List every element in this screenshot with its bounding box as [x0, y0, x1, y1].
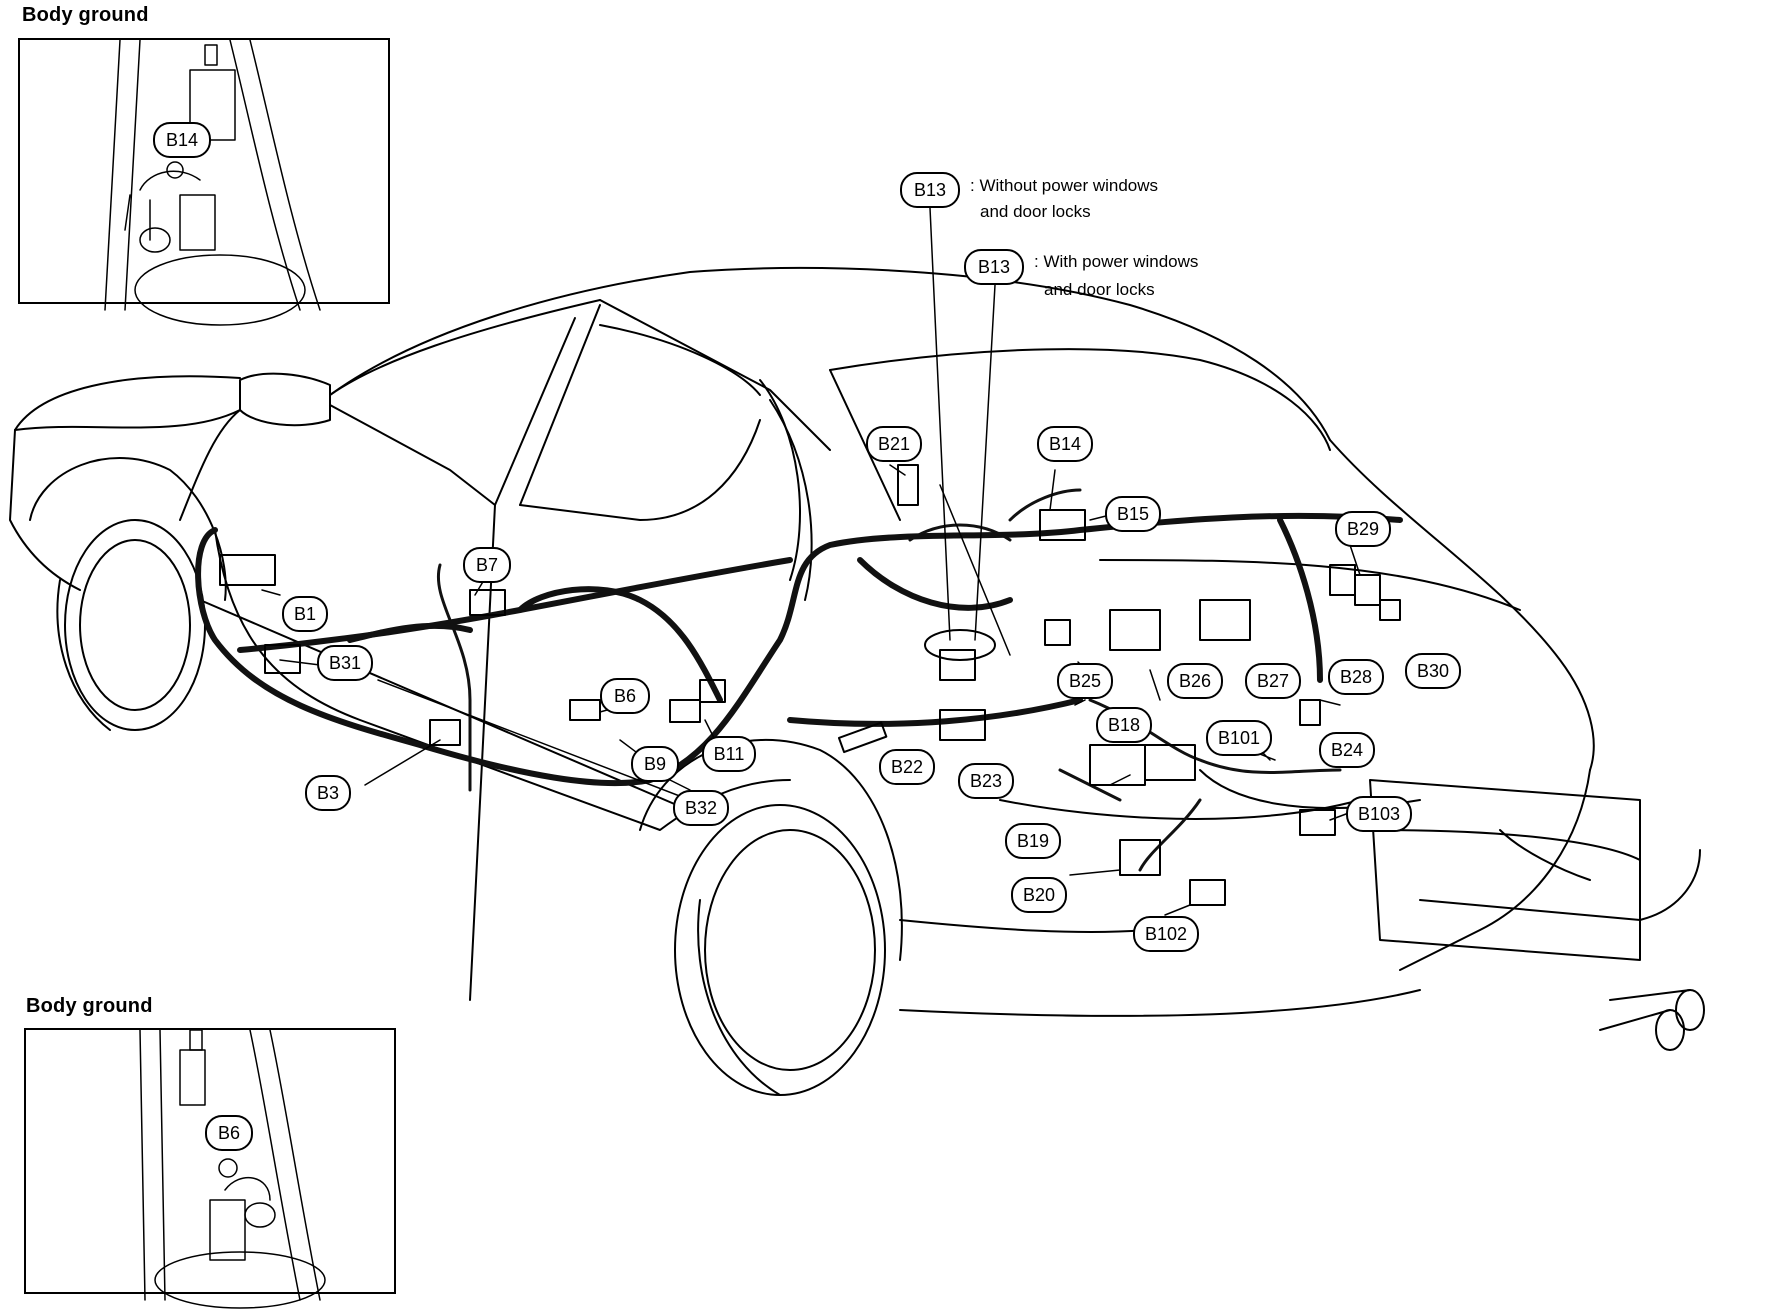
connector-label-b28: B28 [1328, 659, 1384, 695]
body-side [214, 529, 791, 831]
connector-label-b7: B7 [463, 547, 511, 583]
side-mirror [239, 372, 331, 427]
rear-window [829, 348, 1331, 451]
connector-label-b20: B20 [1011, 877, 1067, 913]
front-wheel [64, 519, 206, 731]
top-inset-frame [18, 38, 390, 304]
connector-label-b19: B19 [1005, 823, 1061, 859]
rear-wheel [674, 804, 886, 1096]
b13-without-label: B13 [900, 172, 960, 208]
top-inset-title: Body ground [22, 4, 149, 26]
connector-label-b1: B1 [282, 596, 328, 632]
connector-label-b22: B22 [879, 749, 935, 785]
connector-label-b102: B102 [1133, 916, 1199, 952]
connector-label-b11: B11 [702, 736, 756, 772]
top-inset-label-b14: B14 [153, 122, 211, 158]
b13-with-note-line2: and door locks [1044, 280, 1155, 299]
b13-with-label: B13 [964, 249, 1024, 285]
trunk-outline [1329, 439, 1595, 771]
connector-label-b26: B26 [1167, 663, 1223, 699]
bottom-inset-sketch [139, 1029, 326, 1309]
bottom-inset-label-b6: B6 [205, 1115, 253, 1151]
connector-label-b9: B9 [631, 746, 679, 782]
connector-label-b29: B29 [1335, 511, 1391, 547]
b-pillar [469, 317, 576, 1001]
roof-inner [599, 299, 831, 451]
bottom-inset-title: Body ground [26, 995, 153, 1017]
connector-b1-sketch [219, 554, 276, 586]
windshield-line [329, 299, 601, 396]
b13-without-note-line1: : Without power windows [970, 176, 1159, 195]
exhaust-tip [1675, 989, 1705, 1031]
connector-label-b32: B32 [673, 790, 729, 826]
b13-leader-with [974, 284, 996, 641]
connector-label-b27: B27 [1245, 663, 1301, 699]
connector-label-b103: B103 [1346, 796, 1412, 832]
connector-label-b31: B31 [317, 645, 373, 681]
connector-label-b6: B6 [600, 678, 650, 714]
connector-label-b30: B30 [1405, 653, 1461, 689]
b13-without-note-line2: and door locks [980, 202, 1091, 221]
connector-label-b14: B14 [1037, 426, 1093, 462]
connector-label-b21: B21 [866, 426, 922, 462]
rear-bumper [1399, 769, 1591, 971]
connector-label-b23: B23 [958, 763, 1014, 799]
connector-label-b18: B18 [1096, 707, 1152, 743]
main-harness [195, 512, 1403, 787]
bottom-inset-frame [24, 1028, 396, 1294]
connector-label-b24: B24 [1319, 732, 1375, 768]
connector-label-b15: B15 [1105, 496, 1161, 532]
connector-label-b25: B25 [1057, 663, 1113, 699]
front-wheel-arch [29, 457, 227, 601]
b13-leader-without [929, 207, 951, 641]
rear-wheel-arch [639, 739, 903, 961]
roof-outline [329, 267, 1331, 441]
top-inset-sketch [104, 39, 321, 326]
connector-label-b3: B3 [305, 775, 351, 811]
connector-label-b101: B101 [1206, 720, 1272, 756]
hood-outline [14, 375, 241, 431]
b13-with-note-line1: : With power windows [1034, 252, 1199, 271]
